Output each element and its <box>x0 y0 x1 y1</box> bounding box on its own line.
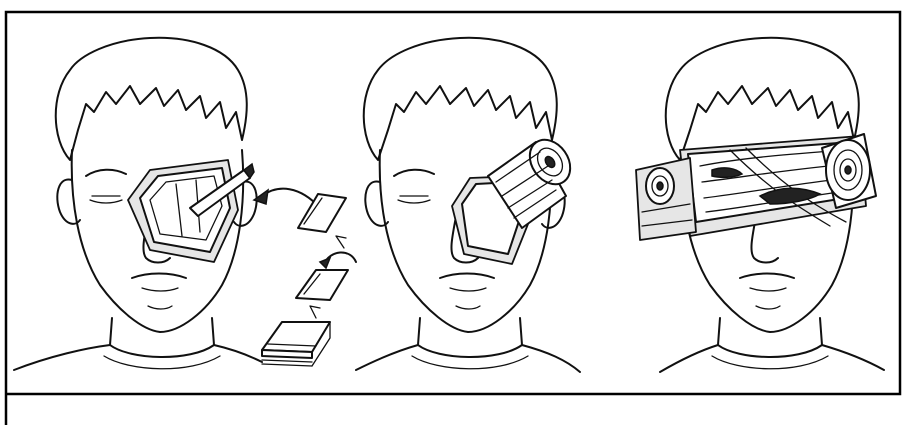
arrow-to-face <box>254 189 320 208</box>
bandage-roll-left <box>636 158 696 240</box>
small-arrow-2 <box>310 306 320 318</box>
small-arrow-1 <box>336 236 346 248</box>
pad-stack <box>262 322 330 366</box>
folded-pad <box>296 270 348 300</box>
pad-sequence <box>262 194 356 366</box>
panel-2 <box>356 38 580 372</box>
gauze-pad <box>298 194 346 232</box>
panel-1 <box>14 38 356 370</box>
panel-3 <box>636 38 884 372</box>
